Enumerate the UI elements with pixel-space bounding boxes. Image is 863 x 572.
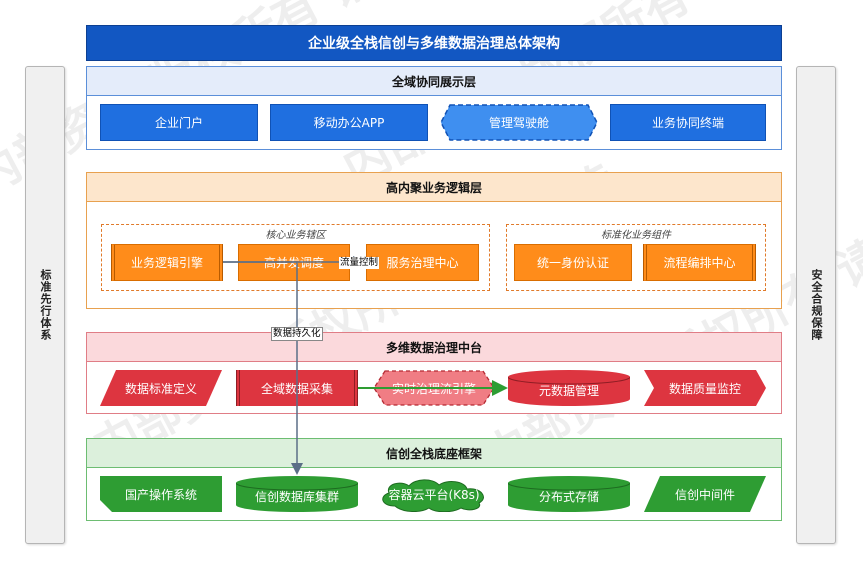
realtime-governance-engine-label: 实时治理流引擎 [391,381,476,396]
cylinder-shape [508,476,630,512]
persistence-label: 数据持久化 [271,327,323,341]
core-business-zone-label: 核心业务辖区 [265,229,326,241]
metadata-management-label: 元数据管理 [538,383,599,398]
metadata-management[interactable]: 元数据管理 [508,370,630,406]
service-governance-center[interactable]: 服务治理中心 [366,244,479,281]
data-quality-monitoring-label: 数据质量监控 [668,381,741,396]
pillar-standards-label: 标准先行体系 [39,269,52,341]
standard-components-zone [506,224,766,291]
pillar-security: 安全合规保障 [796,66,836,544]
xinchuang-middleware[interactable]: 信创中间件 [644,476,766,512]
parallelogram-shape [644,476,766,512]
container-cloud-k8s[interactable]: 容器云平台(K8s) [373,476,495,512]
base-framework-layer-header: 信创全栈底座框架 [86,438,782,468]
domestic-os[interactable]: 国产操作系统 [100,476,222,512]
hexagon-shape [440,104,598,141]
chevron-shape [644,370,766,406]
parallelogram-shape [100,370,222,406]
domestic-os-label: 国产操作系统 [124,487,197,502]
xinchuang-db-cluster[interactable]: 信创数据库集群 [236,476,358,512]
unified-identity-auth[interactable]: 统一身份认证 [514,244,632,281]
realtime-governance-engine[interactable]: 实时治理流引擎 [373,370,495,406]
process-orchestration-center[interactable]: 流程编排中心 [643,244,756,281]
presentation-layer-header: 全域协同展示层 [86,66,782,96]
standard-components-zone-label: 标准化业务组件 [601,229,671,241]
management-cockpit-label: 管理驾驶舱 [488,116,549,130]
container-cloud-k8s-label: 容器云平台(K8s) [388,487,480,502]
cylinder-shape [508,370,630,406]
high-concurrency-scheduler[interactable]: 高并发调度 [238,244,350,281]
data-quality-monitoring[interactable]: 数据质量监控 [644,370,766,406]
enterprise-portal[interactable]: 企业门户 [100,104,258,141]
business-logic-engine[interactable]: 业务逻辑引擎 [111,244,223,281]
business-collab-terminal[interactable]: 业务协同终端 [610,104,766,141]
distributed-storage-label: 分布式存储 [538,489,599,504]
page-title: 企业级全栈信创与多维数据治理总体架构 [86,25,782,61]
cylinder-shape [236,476,358,512]
flow-control-label: 流量控制 [339,257,380,269]
card-shape [100,476,222,512]
xinchuang-db-cluster-label: 信创数据库集群 [254,489,339,504]
data-standard-definition-label: 数据标准定义 [124,381,197,396]
pillar-standards: 标准先行体系 [25,66,65,544]
pillar-security-label: 安全合规保障 [810,269,823,341]
management-cockpit[interactable]: 管理驾驶舱 [440,104,598,141]
cloud-shape [382,479,484,512]
distributed-storage[interactable]: 分布式存储 [508,476,630,512]
mobile-office-app[interactable]: 移动办公APP [270,104,428,141]
data-governance-layer-header: 多维数据治理中台 [86,332,782,362]
business-layer-header: 高内聚业务逻辑层 [86,172,782,202]
data-standard-definition[interactable]: 数据标准定义 [100,370,222,406]
xinchuang-middleware-label: 信创中间件 [674,487,735,502]
global-data-collection[interactable]: 全域数据采集 [236,370,358,406]
